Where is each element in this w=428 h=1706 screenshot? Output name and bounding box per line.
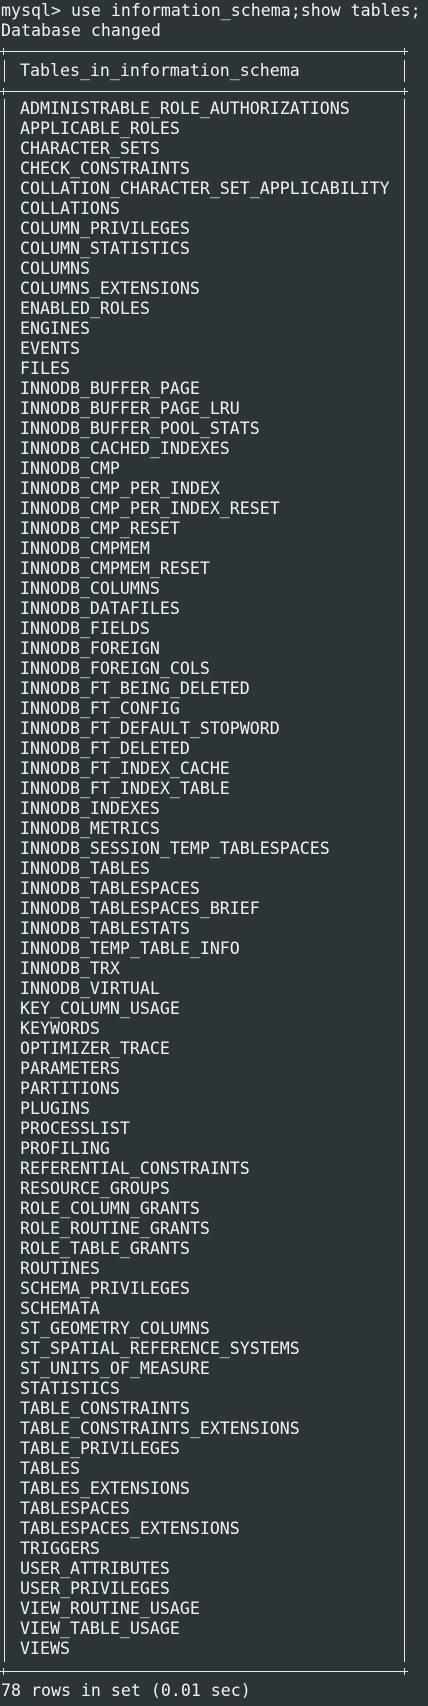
table-top-border [2, 51, 406, 52]
table-row: INNODB_BUFFER_PAGE [20, 379, 200, 398]
table-row: FILES [20, 359, 70, 378]
table-row: OPTIMIZER_TRACE [20, 1039, 170, 1058]
body-left-bar [4, 99, 5, 1662]
table-row: INNODB_TABLES [20, 859, 150, 878]
table-row: VIEW_ROUTINE_USAGE [20, 1599, 200, 1618]
header-left-bar [4, 60, 5, 82]
table-row: INNODB_DATAFILES [20, 599, 180, 618]
table-corner-mid-right [401, 88, 408, 95]
table-row: PLUGINS [20, 1099, 90, 1118]
table-corner-mid-left [0, 88, 7, 95]
table-row: COLLATION_CHARACTER_SET_APPLICABILITY [20, 179, 390, 198]
table-row: INNODB_FIELDS [20, 619, 150, 638]
table-row: RESOURCE_GROUPS [20, 1179, 170, 1198]
table-row: INNODB_CACHED_INDEXES [20, 439, 230, 458]
table-row: STATISTICS [20, 1379, 120, 1398]
table-row: TABLE_CONSTRAINTS_EXTENSIONS [20, 1419, 300, 1438]
result-summary: 78 rows in set (0.01 sec) [1, 1681, 251, 1700]
table-row: INNODB_CMP_PER_INDEX_RESET [20, 499, 280, 518]
table-row: INNODB_COLUMNS [20, 579, 160, 598]
table-row: PROFILING [20, 1139, 110, 1158]
table-row: KEYWORDS [20, 1019, 100, 1038]
header-right-bar [404, 60, 405, 82]
table-row: ENABLED_ROLES [20, 299, 150, 318]
table-row: INNODB_FT_DEFAULT_STOPWORD [20, 719, 280, 738]
table-row: EVENTS [20, 339, 80, 358]
table-row: INNODB_TABLESTATS [20, 919, 190, 938]
table-row: ST_SPATIAL_REFERENCE_SYSTEMS [20, 1339, 300, 1358]
table-row: ENGINES [20, 319, 90, 338]
table-row: TABLESPACES [20, 1499, 130, 1518]
table-row: INNODB_FT_INDEX_TABLE [20, 779, 230, 798]
table-row: PARTITIONS [20, 1079, 120, 1098]
table-row: TRIGGERS [20, 1539, 100, 1558]
table-row: ROLE_TABLE_GRANTS [20, 1239, 190, 1258]
table-row: PROCESSLIST [20, 1119, 130, 1138]
table-row: TABLES_EXTENSIONS [20, 1479, 190, 1498]
body-right-bar [404, 99, 405, 1662]
table-row: PARAMETERS [20, 1059, 120, 1078]
table-row: INNODB_FT_DELETED [20, 739, 190, 758]
table-row: CHARACTER_SETS [20, 139, 160, 158]
prompt-text: mysql> [1, 1, 71, 20]
table-row: INNODB_BUFFER_POOL_STATS [20, 419, 260, 438]
table-row: KEY_COLUMN_USAGE [20, 999, 180, 1018]
table-row: INNODB_INDEXES [20, 799, 160, 818]
table-row: INNODB_FT_CONFIG [20, 699, 180, 718]
table-row: INNODB_CMP_PER_INDEX [20, 479, 220, 498]
command-line: mysql> use information_schema;show table… [1, 1, 421, 21]
table-row: INNODB_FOREIGN [20, 639, 160, 658]
table-row: INNODB_CMP [20, 459, 120, 478]
table-row: VIEWS [20, 1639, 70, 1658]
table-row: INNODB_CMPMEM [20, 539, 150, 558]
table-corner-bottom-left [0, 1668, 7, 1675]
table-row: VIEW_TABLE_USAGE [20, 1619, 180, 1638]
table-row: CHECK_CONSTRAINTS [20, 159, 190, 178]
table-corner-bottom-right [401, 1668, 408, 1675]
table-row: INNODB_CMP_RESET [20, 519, 180, 538]
table-row: ST_GEOMETRY_COLUMNS [20, 1319, 210, 1338]
table-row: INNODB_SESSION_TEMP_TABLESPACES [20, 839, 330, 858]
table-row: INNODB_TABLESPACES [20, 879, 200, 898]
table-row: INNODB_CMPMEM_RESET [20, 559, 210, 578]
table-row: TABLES [20, 1459, 80, 1478]
table-row: COLLATIONS [20, 199, 120, 218]
table-row: INNODB_FT_BEING_DELETED [20, 679, 250, 698]
table-row: INNODB_TABLESPACES_BRIEF [20, 899, 260, 918]
table-header-separator [2, 91, 406, 92]
table-row: INNODB_TEMP_TABLE_INFO [20, 939, 240, 958]
column-header: Tables_in_information_schema [20, 61, 300, 80]
table-row: INNODB_FT_INDEX_CACHE [20, 759, 230, 778]
table-bottom-border [2, 1671, 406, 1672]
table-row: ST_UNITS_OF_MEASURE [20, 1359, 210, 1378]
command-text: use information_schema;show tables; [70, 1, 421, 20]
table-row: INNODB_BUFFER_PAGE_LRU [20, 399, 240, 418]
table-row: COLUMNS [20, 259, 90, 278]
table-row: INNODB_VIRTUAL [20, 979, 160, 998]
table-row: ROUTINES [20, 1259, 100, 1278]
status-message: Database changed [1, 21, 161, 40]
table-row: ROLE_ROUTINE_GRANTS [20, 1219, 210, 1238]
table-row: REFERENTIAL_CONSTRAINTS [20, 1159, 250, 1178]
table-row: INNODB_FOREIGN_COLS [20, 659, 210, 678]
table-row: TABLE_PRIVILEGES [20, 1439, 180, 1458]
table-row: TABLESPACES_EXTENSIONS [20, 1519, 240, 1538]
table-row: TABLE_CONSTRAINTS [20, 1399, 190, 1418]
table-row: SCHEMA_PRIVILEGES [20, 1279, 190, 1298]
table-row: COLUMN_PRIVILEGES [20, 219, 190, 238]
table-corner-top-right [401, 48, 408, 55]
table-row: ADMINISTRABLE_ROLE_AUTHORIZATIONS [20, 99, 350, 118]
table-row: SCHEMATA [20, 1299, 100, 1318]
table-row: INNODB_METRICS [20, 819, 160, 838]
table-row: COLUMNS_EXTENSIONS [20, 279, 200, 298]
table-row: COLUMN_STATISTICS [20, 239, 190, 258]
table-row: USER_PRIVILEGES [20, 1579, 170, 1598]
table-row: ROLE_COLUMN_GRANTS [20, 1199, 200, 1218]
table-row: USER_ATTRIBUTES [20, 1559, 170, 1578]
table-row: APPLICABLE_ROLES [20, 119, 180, 138]
table-row: INNODB_TRX [20, 959, 120, 978]
table-corner-top-left [0, 48, 7, 55]
